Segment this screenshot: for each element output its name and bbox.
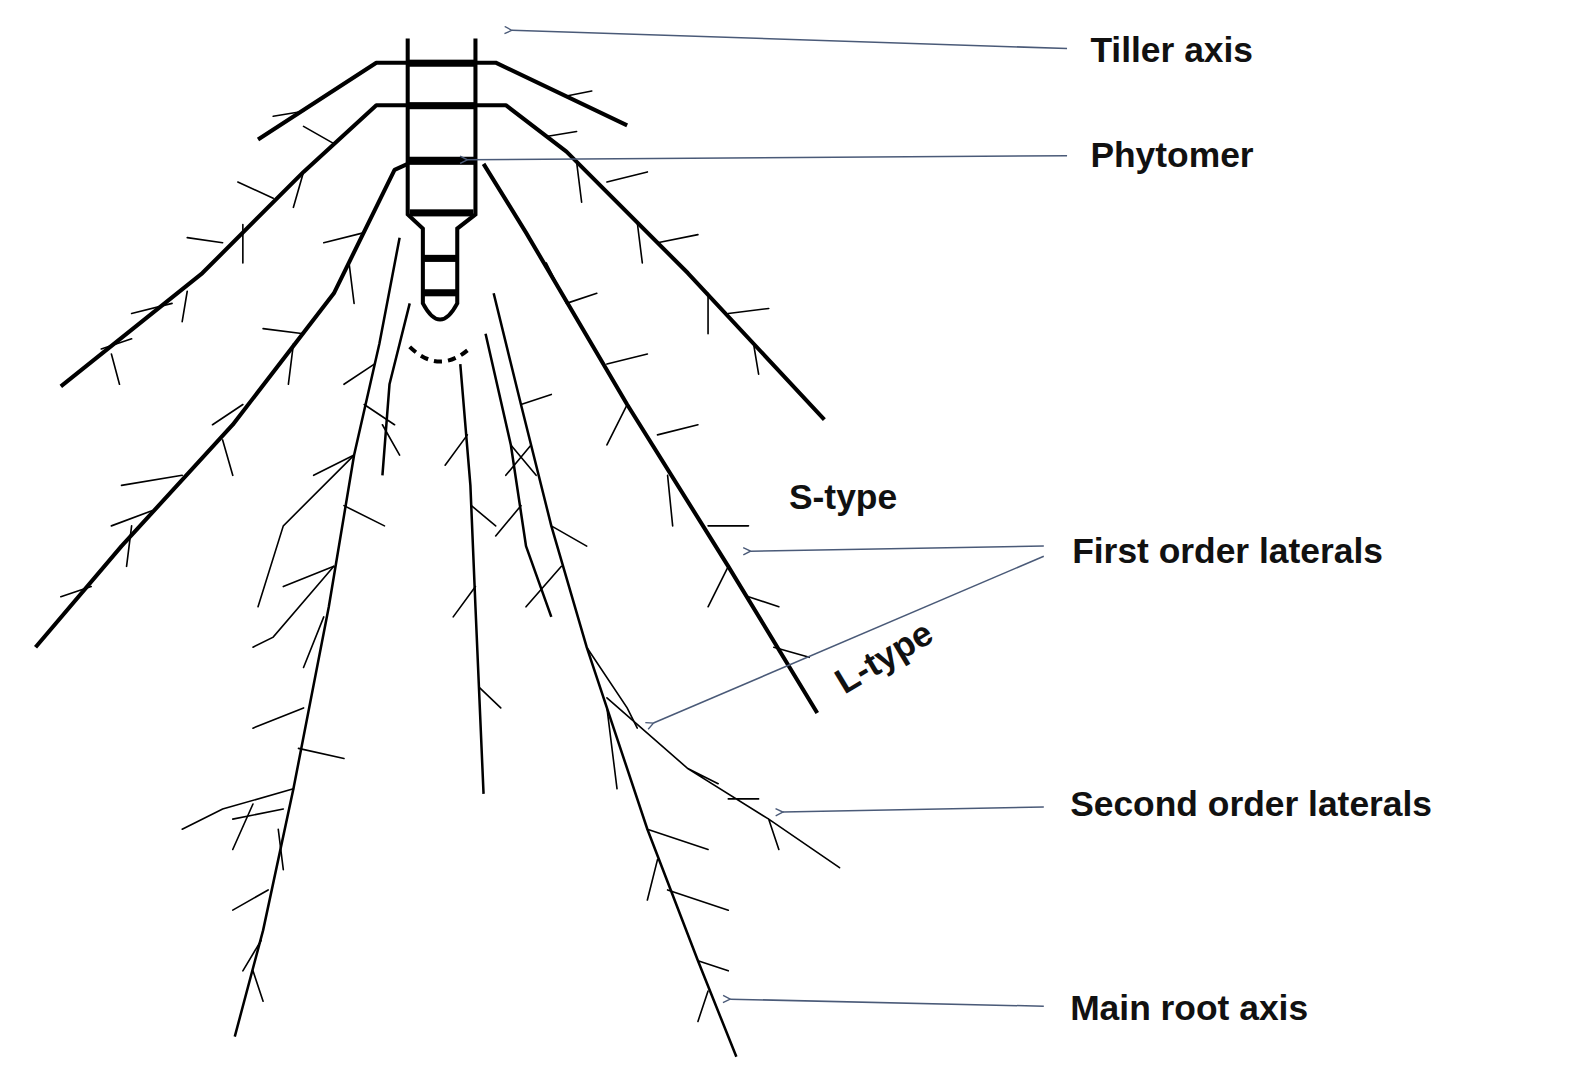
part-label: Tiller axis — [1090, 30, 1253, 71]
lateral-roots — [61, 91, 840, 1021]
part-label: L-type — [829, 613, 941, 703]
nodal-roots — [36, 63, 825, 713]
part-label: Main root axis — [1070, 988, 1308, 1029]
tiller-axis — [408, 38, 476, 319]
part-label: Phytomer — [1090, 135, 1253, 176]
phytomer-nodes — [408, 60, 476, 297]
part-label: First order laterals — [1072, 531, 1383, 572]
leader-lines — [467, 30, 1067, 1006]
part-label: Second order laterals — [1070, 784, 1432, 825]
dashed-arc — [410, 347, 472, 362]
part-label: S-type — [789, 477, 897, 518]
main-root-axes — [235, 238, 737, 1057]
